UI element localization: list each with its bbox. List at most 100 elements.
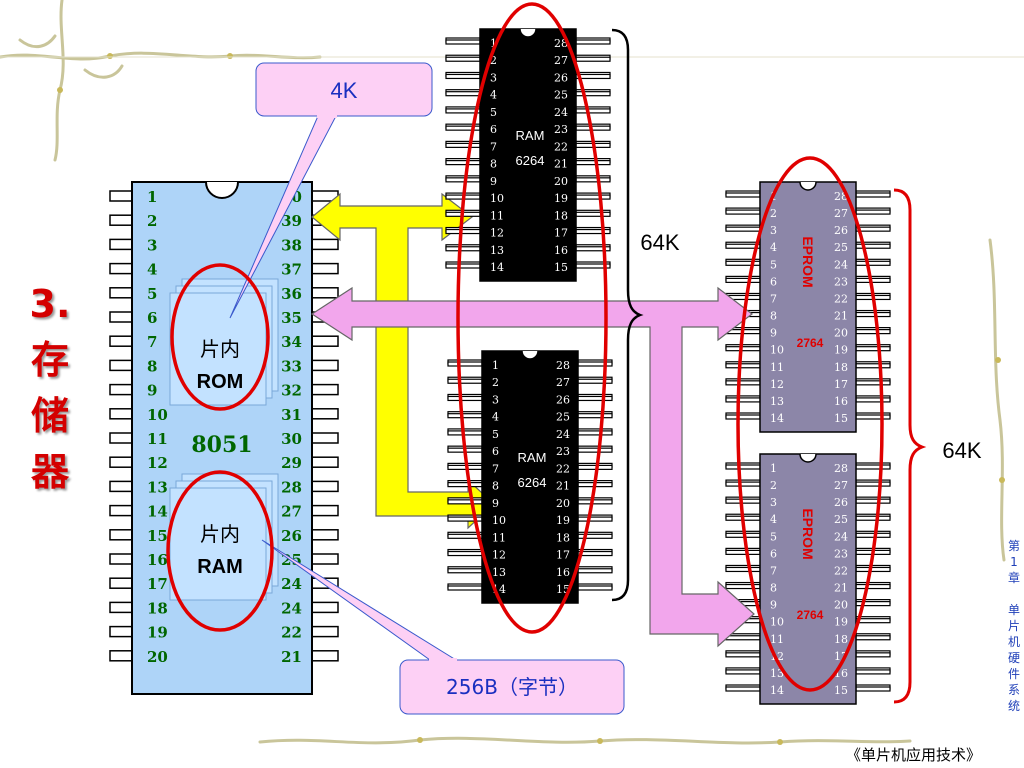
chip-left-pin-label: 13 bbox=[770, 667, 784, 680]
chip-left-pin bbox=[445, 73, 481, 80]
chip-right-pin-label: 21 bbox=[834, 310, 848, 323]
chip-right-pin-label: 26 bbox=[834, 224, 848, 237]
chip-left-pin bbox=[725, 566, 761, 573]
mcu-right-pin-label: 27 bbox=[281, 503, 302, 521]
chip-right-pin-label: 28 bbox=[554, 37, 568, 50]
chip-left-pin-label: 14 bbox=[490, 261, 504, 274]
mcu-right-pin-label: 37 bbox=[281, 261, 302, 279]
mcu-right-pin-label: 26 bbox=[281, 527, 302, 545]
mcu-left-pin-label: 20 bbox=[147, 648, 168, 666]
rom-label-line1: 片内 bbox=[200, 337, 240, 361]
mcu-right-pin bbox=[311, 601, 339, 614]
chip-right-pin bbox=[575, 91, 611, 97]
side-char: 单 bbox=[1007, 603, 1020, 617]
side-char: 第 bbox=[1007, 539, 1020, 553]
mcu-left-pin bbox=[109, 456, 133, 468]
chip-right-pin-label: 21 bbox=[834, 582, 848, 595]
chip-left-pin-label: 4 bbox=[492, 411, 499, 424]
chip-left-pin bbox=[445, 56, 481, 62]
chip-left-pin-label: 4 bbox=[490, 89, 497, 102]
chip-part-label: 2764 bbox=[797, 336, 824, 350]
chip-left-pin-label: 6 bbox=[492, 445, 499, 458]
chip-right-pin-label: 20 bbox=[834, 327, 848, 340]
chip-type-label: EPROM bbox=[800, 236, 816, 287]
chip-left-pin bbox=[725, 481, 761, 487]
chip-left-pin bbox=[447, 550, 483, 557]
mcu-right-pin-label: 33 bbox=[281, 357, 302, 375]
mcu-right-pin bbox=[311, 238, 339, 251]
chip-right-pin-label: 22 bbox=[834, 564, 848, 577]
mcu-right-pin bbox=[311, 625, 339, 638]
chip-right-pin-label: 19 bbox=[834, 616, 848, 629]
chip-right-pin-label: 19 bbox=[554, 192, 568, 205]
mcu-left-pin bbox=[109, 190, 133, 202]
chip-right-pin-label: 28 bbox=[556, 359, 570, 372]
chip-left-pin bbox=[445, 142, 481, 148]
chip-left-pin bbox=[445, 246, 481, 252]
chip-left-pin-label: 2 bbox=[490, 54, 497, 67]
chip-right-pin bbox=[855, 583, 891, 590]
chip-left-pin-label: 2 bbox=[770, 479, 777, 492]
chip-left-pin bbox=[447, 499, 483, 505]
mcu-left-pin-label: 6 bbox=[147, 309, 157, 327]
chip-part-label: 6264 bbox=[518, 475, 547, 490]
chip-right-pin-label: 20 bbox=[556, 497, 570, 510]
chip-left-pin-label: 4 bbox=[770, 241, 777, 254]
mcu-left-pin-label: 19 bbox=[147, 624, 168, 642]
chip-right-pin bbox=[855, 635, 891, 641]
chip-right-pin-label: 25 bbox=[554, 89, 568, 102]
external-ram-highlight-ellipse bbox=[456, 2, 608, 634]
chip-right-pin-label: 19 bbox=[834, 344, 848, 357]
chip-body bbox=[481, 350, 579, 604]
chip-left-pin bbox=[725, 498, 761, 504]
chip-right-pin-label: 22 bbox=[554, 140, 568, 153]
eprom-total-label: 64K bbox=[942, 438, 981, 463]
chip-right-pin bbox=[855, 363, 891, 369]
chip-left-pin-label: 8 bbox=[770, 310, 777, 323]
chip-left-pin-label: 9 bbox=[770, 327, 777, 340]
chip-left-pin-label: 14 bbox=[770, 684, 784, 697]
chip-right-pin-label: 18 bbox=[834, 633, 848, 646]
chip-right-pin bbox=[855, 311, 891, 318]
chip-left-pin bbox=[445, 91, 481, 97]
mcu-left-pin-label: 5 bbox=[147, 285, 157, 303]
chip-right-pin-label: 18 bbox=[834, 361, 848, 374]
ram-brace bbox=[611, 28, 644, 602]
mcu-left-pin-label: 9 bbox=[147, 382, 157, 400]
eprom-brace bbox=[893, 188, 927, 704]
chip-right-pin-label: 19 bbox=[556, 514, 570, 527]
chip-left-pin bbox=[447, 361, 483, 367]
chip-right-pin-label: 28 bbox=[834, 462, 848, 475]
chip-right-pin bbox=[855, 515, 891, 521]
chip-left-pin-label: 12 bbox=[492, 549, 506, 562]
chip-right-pin bbox=[575, 125, 611, 131]
mcu-right-pin bbox=[311, 650, 339, 662]
chip-right-pin-label: 15 bbox=[834, 684, 848, 697]
chip-left-pin-label: 8 bbox=[770, 582, 777, 595]
chip-left-pin-label: 9 bbox=[770, 599, 777, 612]
chip-left-pin bbox=[725, 464, 761, 470]
chip-left-pin-label: 7 bbox=[492, 462, 499, 475]
mcu-right-pin-label: 21 bbox=[281, 648, 302, 666]
chip-body bbox=[479, 28, 577, 282]
chip-left-pin-label: 11 bbox=[490, 209, 504, 222]
ram-size-text: 256B（字节） bbox=[446, 675, 578, 699]
chip-left-pin bbox=[447, 482, 483, 488]
chip-part-label: 2764 bbox=[797, 608, 824, 622]
mcu-left-pin-label: 3 bbox=[147, 236, 157, 254]
chip-right-pin-label: 21 bbox=[554, 158, 568, 171]
chip-left-pin-label: 11 bbox=[770, 361, 784, 374]
side-char: 章 bbox=[1007, 571, 1020, 585]
chip-right-pin bbox=[577, 413, 613, 419]
chip-right-pin bbox=[855, 566, 891, 573]
chip-right-pin bbox=[855, 209, 891, 215]
side-char: 统 bbox=[1007, 699, 1020, 713]
mcu-left-pin-label: 7 bbox=[147, 333, 157, 351]
chip-right-pin-label: 26 bbox=[556, 393, 570, 406]
ram-label-line1: 片内 bbox=[200, 522, 240, 546]
chip-right-pin bbox=[575, 194, 611, 200]
chip-type-label: EPROM bbox=[800, 508, 816, 559]
side-char: 系 bbox=[1007, 683, 1020, 697]
